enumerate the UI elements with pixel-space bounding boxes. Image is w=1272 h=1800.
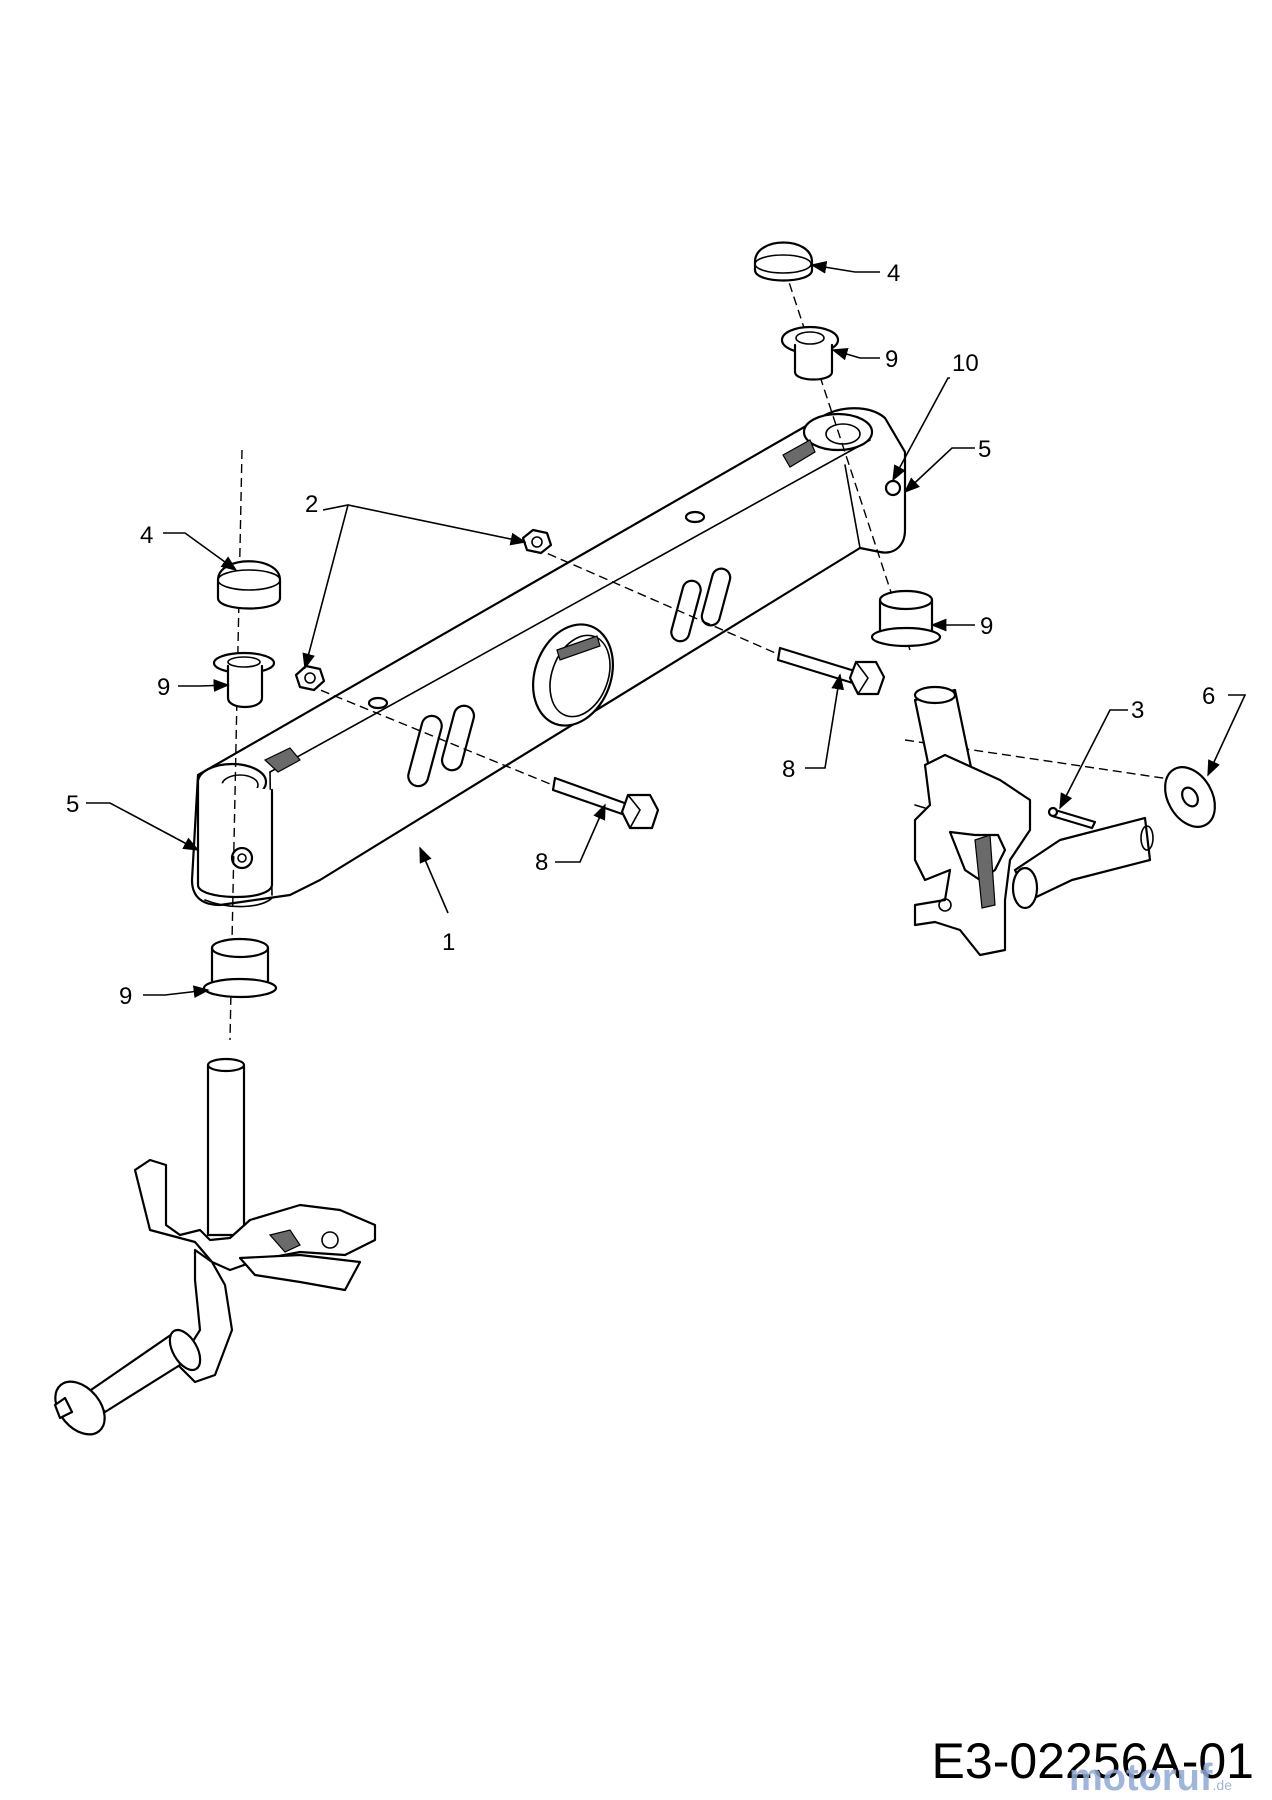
bushing-left-upper <box>212 651 276 709</box>
callout-10: 10 <box>952 350 979 377</box>
diagram-code: E3-02256A-01 <box>931 1733 1254 1789</box>
washer <box>1164 766 1216 828</box>
callout-8-right: 8 <box>782 756 795 783</box>
callout-leaders <box>86 260 1247 999</box>
hex-bolt-right <box>776 646 886 696</box>
watermark-suffix: .de <box>1212 1777 1232 1793</box>
callout-9-right-lower: 9 <box>980 613 993 640</box>
spindle-right <box>913 685 1154 957</box>
bushing-right-lower <box>870 589 942 648</box>
callout-5-right: 5 <box>978 436 991 463</box>
callout-4-right: 4 <box>887 260 900 287</box>
callout-9-right-upper: 9 <box>885 346 898 373</box>
dust-cap-left <box>216 560 282 610</box>
callout-9-left-lower: 9 <box>119 983 132 1010</box>
lock-nut-upper <box>521 528 553 555</box>
callout-4-left: 4 <box>140 522 153 549</box>
callout-2: 2 <box>305 491 318 518</box>
cotter-pin <box>1047 806 1097 830</box>
callout-9-left-upper: 9 <box>157 674 170 701</box>
callout-1: 1 <box>442 929 455 956</box>
axle-beam <box>190 407 907 908</box>
lock-nut-lower <box>294 664 326 692</box>
dust-cap-right <box>753 241 814 282</box>
spindle-left <box>53 1057 377 1436</box>
bushing-left-lower <box>202 937 278 999</box>
bushing-right-upper <box>780 325 840 381</box>
assembly-axes <box>229 269 1211 1041</box>
hex-bolt-left <box>551 776 660 830</box>
callout-labels: 1 2 3 4 4 5 5 6 8 8 9 9 9 9 10 <box>66 260 1215 1010</box>
callout-3: 3 <box>1131 697 1144 724</box>
watermark-logo: motoruf.de <box>1069 1757 1232 1800</box>
callout-8-left: 8 <box>535 849 548 876</box>
callout-5-left: 5 <box>66 791 79 818</box>
watermark-text: motoruf <box>1069 1757 1213 1799</box>
callout-6: 6 <box>1202 683 1215 710</box>
